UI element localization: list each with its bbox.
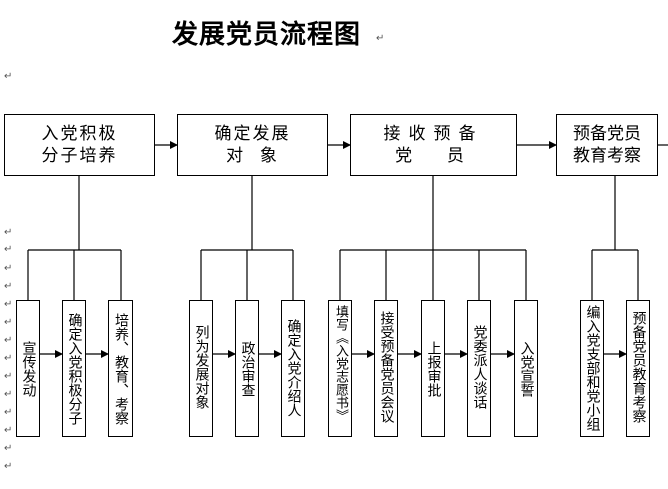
stage-line: 党 员: [395, 146, 472, 166]
stage-line: 分子培养: [41, 146, 118, 166]
stage-line: 入党积极: [41, 124, 118, 144]
stage-box: 确定发展 对 象: [177, 114, 328, 176]
step-label: 宣传发动: [20, 341, 37, 397]
step-label: 政治审查: [239, 341, 256, 397]
paragraph-mark: ↵: [4, 389, 13, 400]
step-box: 预备党员教育考察: [626, 300, 650, 437]
paragraph-mark: ↵: [4, 425, 13, 436]
step-box: 培养、教育、考察: [108, 300, 133, 437]
paragraph-mark: ↵: [4, 335, 13, 346]
step-box: 上报审批: [421, 300, 445, 437]
paragraph-mark: ↵: [4, 371, 13, 382]
step-box: 填写《入党志愿书》: [328, 300, 352, 437]
paragraph-mark: ↵: [4, 317, 13, 328]
step-box: 接受预备党员会议: [374, 300, 398, 437]
step-label: 确定入党介绍人: [285, 319, 302, 417]
step-box: 政治审查: [235, 300, 259, 437]
step-label: 入党宣誓: [518, 341, 535, 397]
paragraph-mark: ↵: [4, 443, 13, 454]
stage-line: 教育考察: [573, 146, 641, 166]
step-label: 列为发展对象: [193, 325, 210, 409]
step-label: 上报审批: [425, 341, 442, 397]
paragraph-mark: ↵: [4, 353, 13, 364]
step-box: 列为发展对象: [189, 300, 213, 437]
step-label: 接受预备党员会议: [378, 311, 395, 423]
step-box: 编入党支部和党小组: [580, 300, 604, 437]
step-label: 填写《入党志愿书》: [333, 305, 348, 422]
stage-box: 入党积极 分子培养: [4, 114, 155, 176]
step-box: 入党宣誓: [514, 300, 538, 437]
step-label: 确定入党积极分子: [66, 313, 83, 425]
paragraph-mark: ↵: [4, 299, 13, 310]
stage-line: 接收预备: [383, 124, 484, 144]
stage-box: 预备党员 教育考察: [556, 114, 658, 176]
step-label: 培养、教育、考察: [113, 313, 129, 425]
step-box: 宣传发动: [16, 300, 40, 437]
paragraph-mark: ↵: [4, 263, 13, 274]
step-label: 编入党支部和党小组: [584, 305, 601, 431]
stage-box: 接收预备 党 员: [350, 114, 517, 176]
page-title: 发展党员流程图: [172, 20, 362, 50]
paragraph-mark: ↵: [376, 33, 385, 44]
stage-line: 对 象: [226, 146, 279, 166]
paragraph-mark: ↵: [4, 71, 13, 82]
paragraph-mark: ↵: [4, 461, 13, 472]
step-box: 确定入党积极分子: [62, 300, 86, 437]
paragraph-mark: ↵: [4, 244, 13, 255]
stage-line: 预备党员: [573, 124, 641, 144]
step-box: 确定入党介绍人: [281, 300, 305, 437]
step-label: 党委派人谈话: [471, 325, 488, 409]
paragraph-mark: ↵: [4, 407, 13, 418]
step-box: 党委派人谈话: [467, 300, 491, 437]
paragraph-mark: ↵: [4, 281, 13, 292]
stage-line: 确定发展: [214, 124, 291, 144]
paragraph-mark: ↵: [4, 227, 13, 238]
step-label: 预备党员教育考察: [630, 311, 647, 423]
